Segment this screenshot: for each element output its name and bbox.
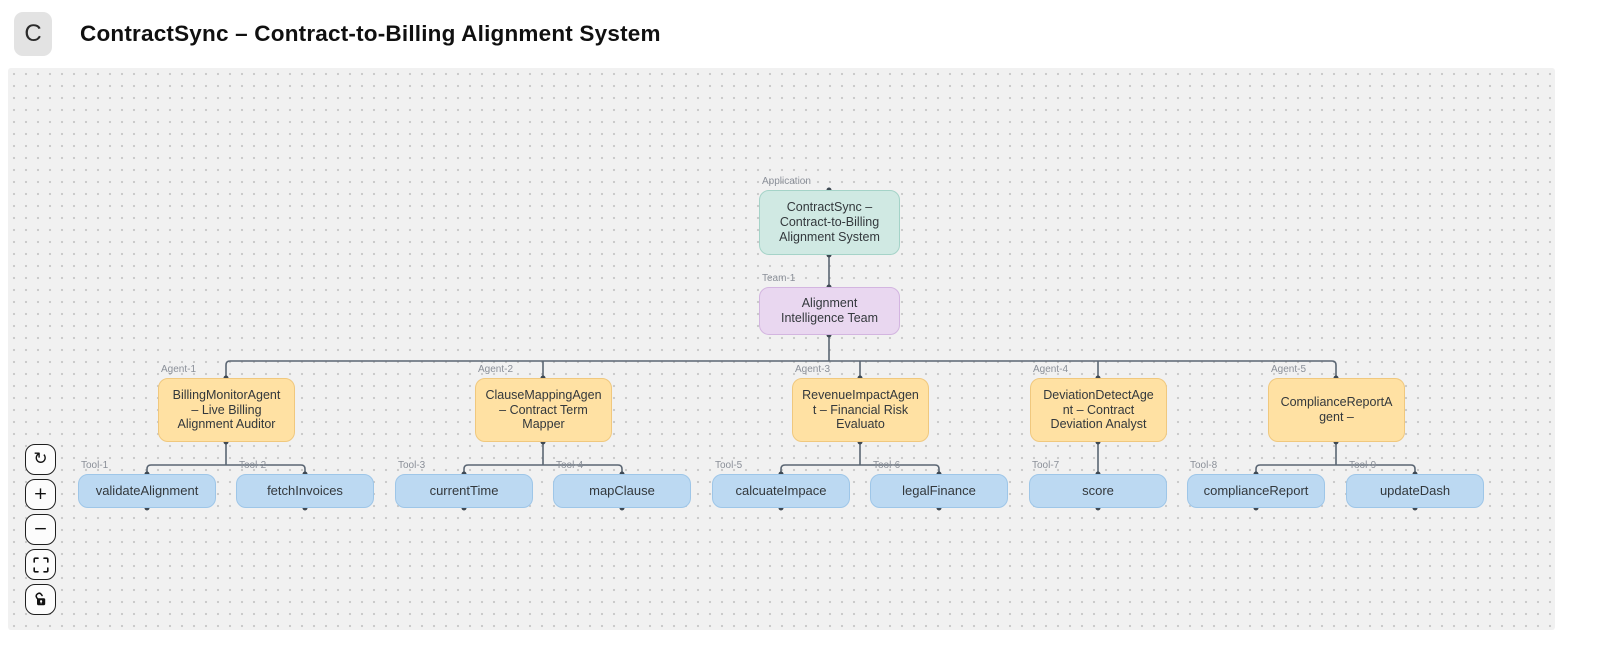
node-text: ContractSync – Contract-to-Billing Align… bbox=[779, 200, 880, 244]
node-type-label: Agent-4 bbox=[1033, 364, 1069, 375]
node-text: Alignment Intelligence Team bbox=[780, 296, 879, 325]
node-type-label: Agent-2 bbox=[478, 364, 514, 375]
node-type-label: Tool-5 bbox=[715, 460, 743, 471]
node-text: fetchInvoices bbox=[267, 483, 343, 499]
node-tool-8[interactable]: Tool-8 complianceReport bbox=[1187, 460, 1325, 508]
node-type-label: Agent-5 bbox=[1271, 364, 1307, 375]
node-tool-5[interactable]: Tool-5 calcuateImpace bbox=[712, 460, 850, 508]
node-text: ClauseMappingAgen – Contract Term Mapper bbox=[485, 387, 602, 432]
diagram-canvas[interactable]: Application ContractSync – Contract-to-B… bbox=[8, 68, 1555, 630]
node-type-label: Application bbox=[762, 176, 811, 187]
node-type-label: Tool-6 bbox=[873, 460, 901, 471]
node-text: validateAlignment bbox=[95, 483, 199, 499]
node-agent-4[interactable]: Agent-4 DeviationDetectAge nt – Contract… bbox=[1030, 364, 1167, 442]
node-tool-9[interactable]: Tool-9 updateDash bbox=[1346, 460, 1484, 508]
node-text: BillingMonitorAgent – Live Billing Align… bbox=[172, 387, 281, 432]
node-type-label: Tool-9 bbox=[1349, 460, 1377, 471]
node-text: calcuateImpace bbox=[735, 483, 827, 499]
fit-view-button[interactable] bbox=[25, 549, 56, 580]
node-application[interactable]: Application ContractSync – Contract-to-B… bbox=[759, 176, 900, 255]
node-tool-2[interactable]: Tool-2 fetchInvoices bbox=[236, 460, 374, 508]
refresh-icon: ↻ bbox=[33, 449, 48, 469]
node-tool-4[interactable]: Tool-4 mapClause bbox=[553, 460, 691, 508]
node-type-label: Team-1 bbox=[762, 273, 796, 284]
node-agent-1[interactable]: Agent-1 BillingMonitorAgent – Live Billi… bbox=[158, 364, 295, 442]
node-text: DeviationDetectAge nt – Contract Deviati… bbox=[1043, 387, 1154, 432]
node-tool-6[interactable]: Tool-6 legalFinance bbox=[870, 460, 1008, 508]
app-logo: C bbox=[14, 12, 52, 56]
lock-button[interactable] bbox=[25, 584, 56, 615]
node-text: currentTime bbox=[429, 483, 499, 499]
node-text: score bbox=[1082, 483, 1114, 499]
edge-layer bbox=[144, 187, 1418, 511]
minus-icon: − bbox=[33, 519, 48, 539]
node-tool-7[interactable]: Tool-7 score bbox=[1029, 460, 1167, 508]
plus-icon: + bbox=[33, 484, 48, 504]
lock-icon bbox=[33, 592, 48, 607]
node-agent-2[interactable]: Agent-2 ClauseMappingAgen – Contract Ter… bbox=[475, 364, 612, 442]
node-tool-1[interactable]: Tool-1 validateAlignment bbox=[78, 460, 216, 508]
node-type-label: Agent-1 bbox=[161, 364, 197, 375]
node-tool-3[interactable]: Tool-3 currentTime bbox=[395, 460, 533, 508]
fit-view-icon bbox=[32, 556, 49, 573]
node-text: ComplianceReportA gent – bbox=[1280, 395, 1393, 424]
canvas-controls: ↻ + − bbox=[25, 444, 56, 615]
node-type-label: Tool-4 bbox=[556, 460, 584, 471]
page-title: ContractSync – Contract-to-Billing Align… bbox=[80, 21, 661, 46]
node-type-label: Tool-8 bbox=[1190, 460, 1218, 471]
zoom-out-button[interactable]: − bbox=[25, 514, 56, 545]
node-type-label: Agent-3 bbox=[795, 364, 831, 375]
zoom-in-button[interactable]: + bbox=[25, 479, 56, 510]
node-agent-3[interactable]: Agent-3 RevenueImpactAgen t – Financial … bbox=[792, 364, 929, 442]
header: C ContractSync – Contract-to-Billing Ali… bbox=[0, 0, 1599, 68]
node-type-label: Tool-3 bbox=[398, 460, 426, 471]
node-text: updateDash bbox=[1379, 483, 1451, 499]
node-text: legalFinance bbox=[902, 483, 976, 499]
node-type-label: Tool-7 bbox=[1032, 460, 1060, 471]
node-text: complianceReport bbox=[1203, 483, 1309, 499]
node-text: mapClause bbox=[589, 483, 655, 499]
node-type-label: Tool-1 bbox=[81, 460, 109, 471]
node-text: RevenueImpactAgen t – Financial Risk Eva… bbox=[802, 387, 919, 432]
node-type-label: Tool-2 bbox=[239, 460, 267, 471]
node-agent-5[interactable]: Agent-5 ComplianceReportA gent – bbox=[1268, 364, 1405, 442]
refresh-layout-button[interactable]: ↻ bbox=[25, 444, 56, 475]
node-team-1[interactable]: Team-1 Alignment Intelligence Team bbox=[759, 273, 900, 335]
